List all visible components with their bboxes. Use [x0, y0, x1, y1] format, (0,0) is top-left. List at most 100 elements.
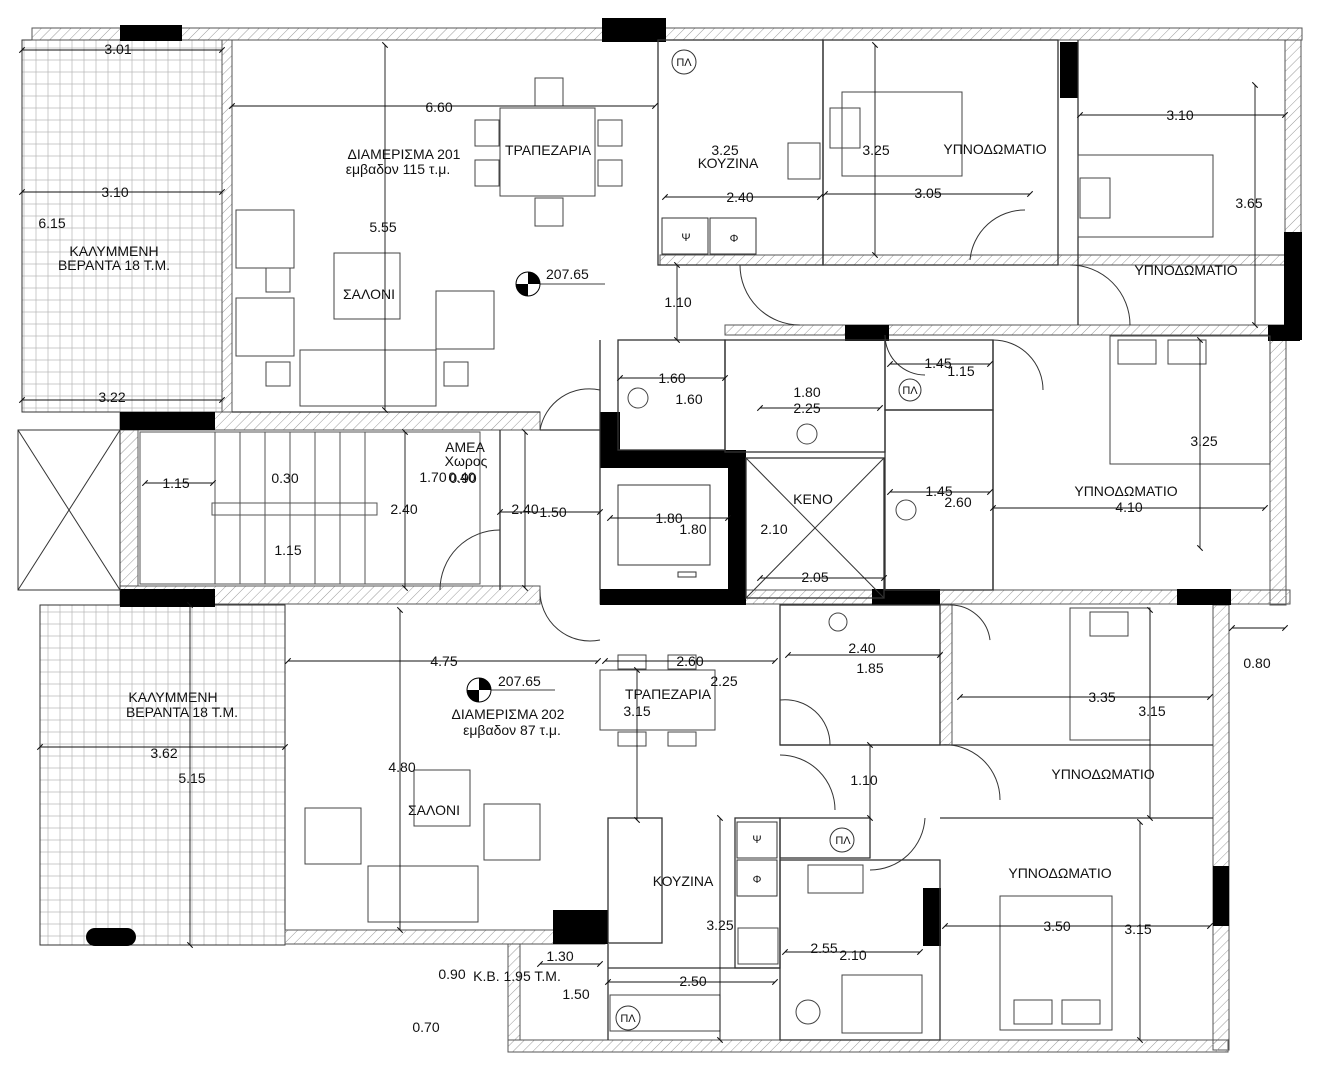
- dim-label: 3.25: [711, 142, 738, 158]
- dim-label: 3.15: [1124, 921, 1151, 937]
- apt-201-area: εμβαδον 115 τ.μ.: [346, 161, 451, 177]
- dim-label: 3.05: [914, 185, 941, 201]
- dim-label: 1.85: [856, 660, 883, 676]
- dim-label: 2.25: [710, 673, 737, 689]
- level-201: 207.65: [546, 266, 589, 282]
- dim-label: 3.25: [862, 142, 889, 158]
- fixture-phi-2: Φ: [753, 874, 762, 886]
- room-kitchen-202: ΚΟΥΖΙΝΑ: [653, 873, 714, 889]
- dim-label: 2.60: [944, 494, 971, 510]
- doors: [439, 209, 1131, 871]
- veranda-top: [21, 39, 223, 413]
- fixture-pl-4: ΠΛ: [620, 1013, 636, 1025]
- apt-201-name: ΔΙΑΜΕΡΙΣΜΑ 201: [348, 146, 461, 162]
- room-bedroom-4: ΥΠΝΟΔΩΜΑΤΙΟ: [1051, 766, 1154, 782]
- dim-label: 1.50: [562, 986, 589, 1002]
- dim-label: 2.10: [760, 521, 787, 537]
- room-dining-202: ΤΡΑΠΕΖΑΡΙΑ: [625, 686, 712, 702]
- dim-label: 0.90: [449, 470, 476, 486]
- room-bedroom-5: ΥΠΝΟΔΩΜΑΤΙΟ: [1008, 865, 1111, 881]
- dimension-lines: [18, 41, 1289, 1044]
- fixture-phi-1: Φ: [730, 233, 739, 245]
- dim-label: 1.15: [947, 363, 974, 379]
- dim-label: 3.22: [98, 389, 125, 405]
- dim-label: 3.15: [1138, 703, 1165, 719]
- dim-label: 1.80: [679, 521, 706, 537]
- fixture-psi-2: Ψ: [752, 834, 761, 846]
- amea-label-2: Χωρος: [445, 453, 488, 469]
- exterior-walls: [31, 27, 1303, 1053]
- dim-label: 4.10: [1115, 499, 1142, 515]
- dim-label: 3.01: [104, 41, 131, 57]
- dim-label: 2.40: [511, 501, 538, 517]
- dim-label: 3.35: [1088, 689, 1115, 705]
- dim-label: 3.65: [1235, 195, 1262, 211]
- level-marker-202: [466, 677, 555, 703]
- dim-label: 3.15: [623, 703, 650, 719]
- dim-label: 1.80: [793, 384, 820, 400]
- dim-label: 1.10: [664, 294, 691, 310]
- dim-label: 1.60: [675, 391, 702, 407]
- apt-202-name: ΔΙΑΜΕΡΙΣΜΑ 202: [452, 706, 565, 722]
- dim-label: 2.40: [390, 501, 417, 517]
- columns: [86, 18, 1302, 946]
- furniture: [235, 77, 1271, 1034]
- dim-label: 0.70: [412, 1019, 439, 1035]
- room-living-201: ΣΑΛΟΝΙ: [343, 286, 395, 302]
- dim-label: 3.62: [150, 745, 177, 761]
- room-bedroom-3: ΥΠΝΟΔΩΜΑΤΙΟ: [1074, 483, 1177, 499]
- veranda-bottom-title: ΚΑΛΥΜΜΕΝΗ: [128, 689, 217, 705]
- room-bedroom-2: ΥΠΝΟΔΩΜΑΤΙΟ: [1134, 262, 1237, 278]
- veranda-bottom-area: ΒΕΡΑΝΤΑ 18 Τ.Μ.: [126, 704, 238, 720]
- dim-label: 1.80: [655, 510, 682, 526]
- dim-label: 1.45: [925, 483, 952, 499]
- dim-label: 1.10: [850, 772, 877, 788]
- dim-label: 0.90: [438, 966, 465, 982]
- dim-label: 2.05: [801, 569, 828, 585]
- dim-label: 1.45: [924, 355, 951, 371]
- amea-label-1: ΑΜΕΑ: [445, 439, 485, 455]
- room-dining-201: ΤΡΑΠΕΖΑΡΙΑ: [505, 142, 592, 158]
- level-labels: 207.65 207.65: [498, 266, 589, 689]
- dim-label: 2.50: [679, 973, 706, 989]
- dim-label: 1.50: [539, 504, 566, 520]
- dim-label: 2.40: [848, 640, 875, 656]
- dim-label: 1.70: [419, 469, 446, 485]
- fixture-psi-1: Ψ: [681, 232, 690, 244]
- dim-label: 1.15: [162, 475, 189, 491]
- dim-label: 4.80: [388, 759, 415, 775]
- dim-label: 2.60: [676, 653, 703, 669]
- dim-label: 3.25: [1190, 433, 1217, 449]
- staircase: [139, 431, 481, 585]
- veranda-top-title: ΚΑΛΥΜΜΕΝΗ: [69, 243, 158, 259]
- room-kv: Κ.Β. 1.95 Τ.Μ.: [473, 968, 561, 984]
- apt-202-area: εμβαδον 87 τ.μ.: [463, 722, 561, 738]
- room-labels: ΔΙΑΜΕΡΙΣΜΑ 201 εμβαδον 115 τ.μ. ΤΡΑΠΕΖΑΡ…: [58, 141, 1238, 984]
- dim-label: 3.25: [706, 917, 733, 933]
- interior-walls: [232, 39, 1213, 1041]
- dim-label: 1.30: [546, 948, 573, 964]
- dim-label: 0.30: [271, 470, 298, 486]
- level-202: 207.65: [498, 673, 541, 689]
- dim-label: 5.55: [369, 219, 396, 235]
- level-marker-201: [515, 271, 605, 297]
- room-kitchen-201: ΚΟΥΖΙΝΑ: [698, 155, 759, 171]
- dim-label: 1.60: [658, 370, 685, 386]
- dim-label: 2.25: [793, 400, 820, 416]
- room-living-202: ΣΑΛΟΝΙ: [408, 802, 460, 818]
- room-void: ΚΕΝΟ: [793, 491, 833, 507]
- dim-label: 6.15: [38, 215, 65, 231]
- dim-label: 5.15: [178, 770, 205, 786]
- dim-label: 1.15: [274, 542, 301, 558]
- veranda-bottom: [39, 604, 286, 946]
- dim-label: 3.50: [1043, 918, 1070, 934]
- dim-label: 0.80: [1243, 655, 1270, 671]
- dimension-labels: 3.01 6.60 3.10 6.15 5.55 3.22 3.25 2.40 …: [38, 41, 1270, 1035]
- fixture-boxes: [615, 49, 922, 1031]
- dim-label: 2.10: [839, 947, 866, 963]
- dim-label: 2.55: [810, 940, 837, 956]
- fixture-pl-3: ΠΛ: [835, 835, 851, 847]
- dim-label: 3.10: [1166, 107, 1193, 123]
- dim-label: 3.10: [101, 184, 128, 200]
